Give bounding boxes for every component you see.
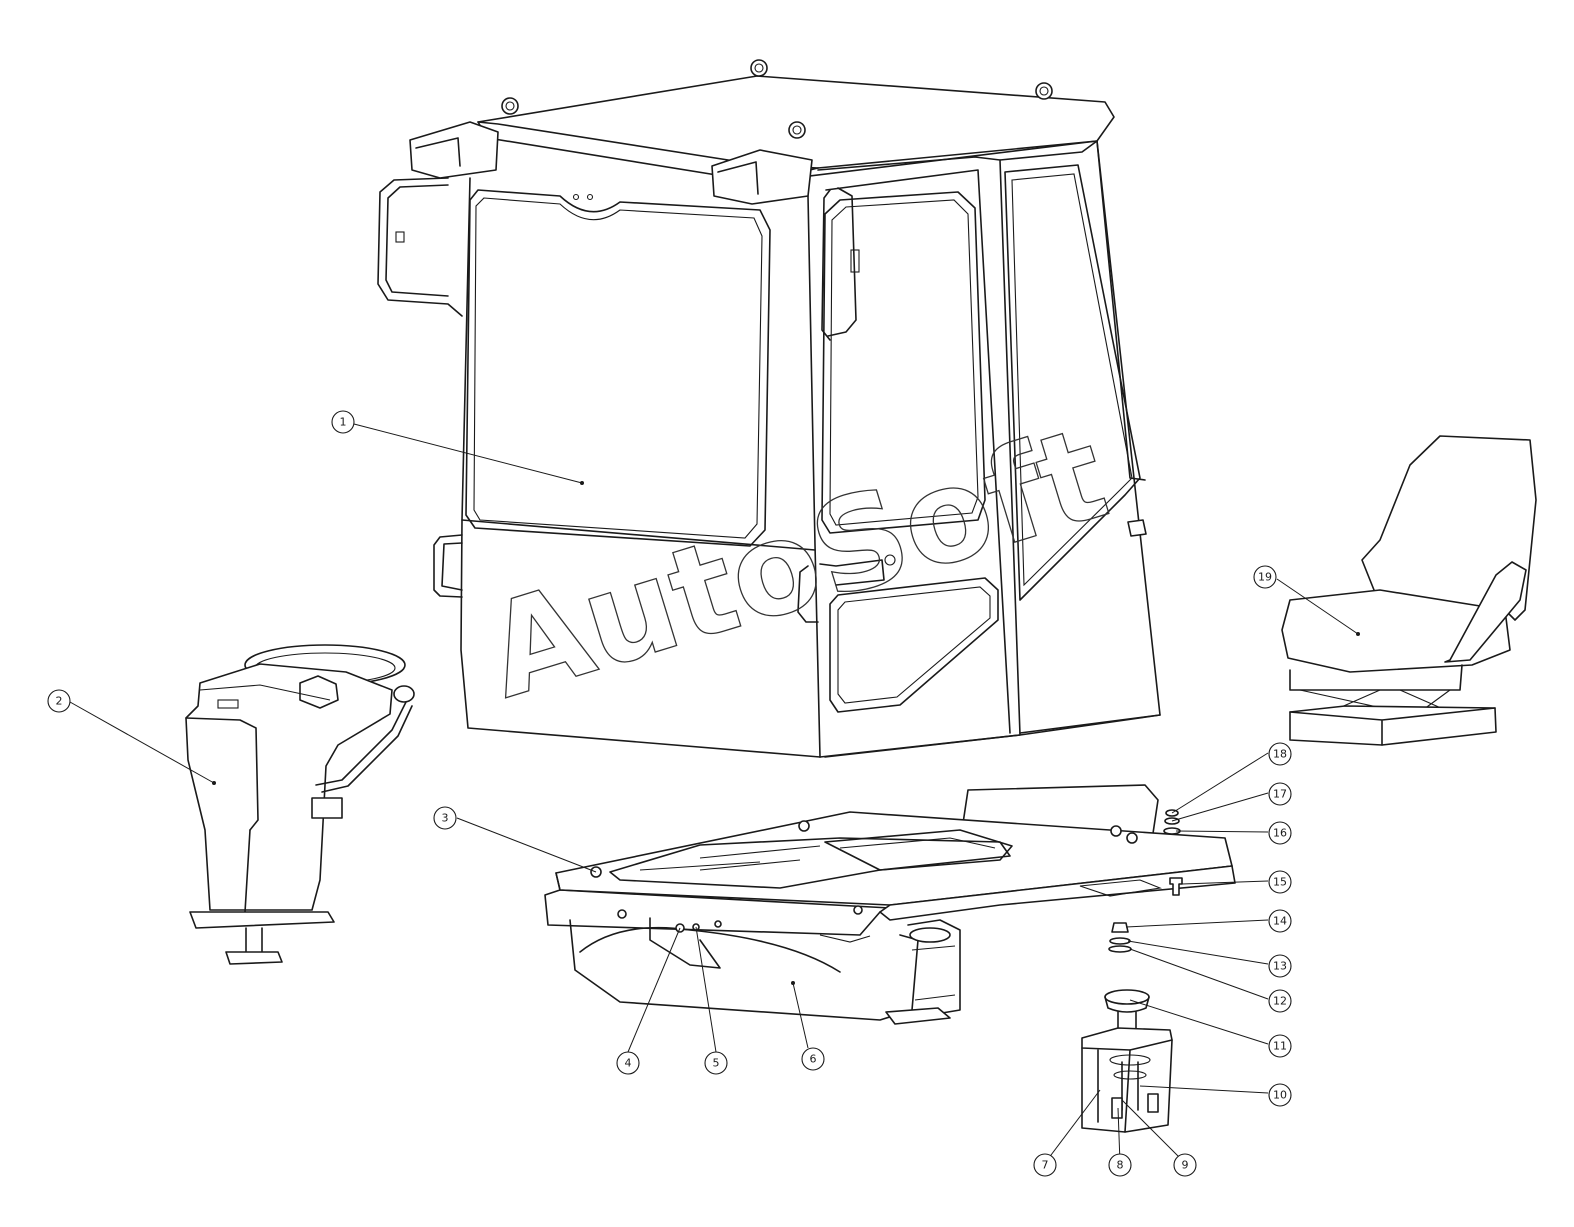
callout-label: 3 <box>442 812 449 825</box>
callout-label: 17 <box>1273 788 1287 801</box>
floor-platform <box>456 784 1236 1053</box>
callout-label: 5 <box>713 1057 720 1070</box>
callout-label: 18 <box>1273 748 1287 761</box>
callout-label: 10 <box>1273 1089 1287 1102</box>
callout-label: 11 <box>1273 1040 1287 1053</box>
callout-label: 2 <box>56 695 63 708</box>
callout-11: 11 <box>1268 1034 1292 1058</box>
callout-14: 14 <box>1268 909 1292 933</box>
callout-label: 7 <box>1042 1159 1049 1172</box>
callout-label: 9 <box>1182 1159 1189 1172</box>
callout-15: 15 <box>1268 870 1292 894</box>
callout-label: 12 <box>1273 995 1287 1008</box>
callout-1: 1 <box>331 410 355 434</box>
callout-label: 19 <box>1258 571 1272 584</box>
callout-7: 7 <box>1033 1153 1057 1177</box>
callout-16: 16 <box>1268 821 1292 845</box>
callout-label: 1 <box>340 416 347 429</box>
callout-10: 10 <box>1268 1083 1292 1107</box>
callout-19: 19 <box>1253 565 1277 589</box>
callout-4: 4 <box>616 1051 640 1075</box>
cab-assembly <box>353 59 1161 758</box>
mount-stack <box>1044 752 1269 1164</box>
callout-label: 14 <box>1273 915 1287 928</box>
callout-17: 17 <box>1268 782 1292 806</box>
callout-3: 3 <box>433 806 457 830</box>
callout-12: 12 <box>1268 989 1292 1013</box>
callout-label: 8 <box>1117 1159 1124 1172</box>
callout-label: 6 <box>810 1053 817 1066</box>
callout-9: 9 <box>1173 1153 1197 1177</box>
callout-label: 4 <box>625 1057 632 1070</box>
callout-label: 16 <box>1273 827 1287 840</box>
callout-5: 5 <box>704 1051 728 1075</box>
callout-8: 8 <box>1108 1153 1132 1177</box>
callout-label: 13 <box>1273 960 1287 973</box>
callout-2: 2 <box>47 689 71 713</box>
operator-seat <box>1276 435 1537 746</box>
callout-18: 18 <box>1268 742 1292 766</box>
watermark-text: AutoSoft <box>471 399 1123 728</box>
callout-13: 13 <box>1268 954 1292 978</box>
callout-label: 15 <box>1273 876 1287 889</box>
steering-console <box>69 644 415 965</box>
callout-6: 6 <box>801 1047 825 1071</box>
